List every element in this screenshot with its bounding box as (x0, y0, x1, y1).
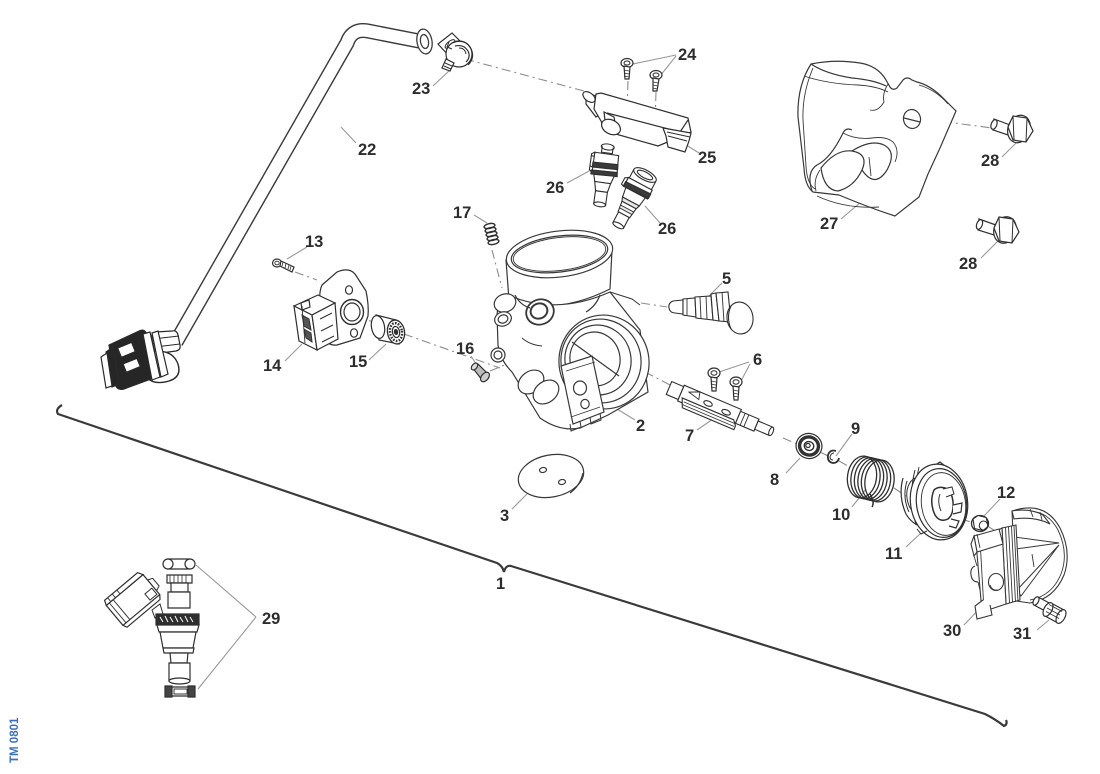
svg-text:25: 25 (698, 149, 716, 167)
svg-text:8: 8 (770, 471, 779, 489)
svg-text:22: 22 (358, 141, 376, 159)
svg-text:28: 28 (959, 255, 977, 273)
svg-text:13: 13 (305, 233, 323, 251)
svg-text:28: 28 (981, 152, 999, 170)
svg-text:6: 6 (753, 351, 762, 369)
svg-text:11: 11 (885, 545, 902, 563)
svg-text:3: 3 (500, 507, 509, 525)
svg-text:5: 5 (722, 270, 731, 288)
svg-text:26: 26 (546, 179, 564, 197)
svg-text:16: 16 (456, 340, 474, 358)
svg-text:17: 17 (453, 204, 471, 222)
svg-text:31: 31 (1013, 625, 1031, 643)
svg-text:14: 14 (263, 357, 282, 375)
svg-text:15: 15 (349, 353, 367, 371)
svg-text:7: 7 (685, 427, 694, 445)
svg-text:27: 27 (820, 215, 838, 233)
svg-text:29: 29 (262, 610, 280, 628)
svg-text:10: 10 (832, 506, 850, 524)
svg-text:TM 0801: TM 0801 (9, 717, 21, 763)
svg-text:26: 26 (658, 220, 676, 238)
svg-text:23: 23 (412, 80, 430, 98)
svg-text:30: 30 (943, 622, 961, 640)
svg-text:24: 24 (678, 46, 697, 64)
svg-text:2: 2 (636, 417, 645, 435)
svg-text:12: 12 (997, 484, 1015, 502)
svg-text:9: 9 (851, 420, 860, 438)
svg-text:1: 1 (496, 575, 505, 593)
